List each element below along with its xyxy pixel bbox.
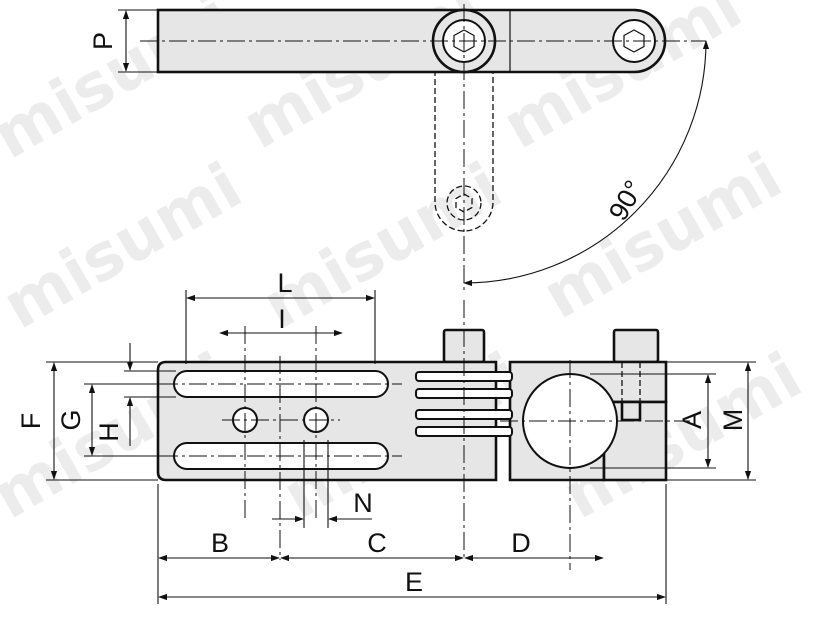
front-view: L I F G H N B C D E: [16, 268, 756, 604]
label-f: F: [16, 413, 46, 430]
rotation-arc: [463, 40, 710, 287]
watermark-text: misumi: [251, 149, 514, 344]
label-c: C: [367, 528, 387, 558]
clamp-screw-body: [620, 400, 642, 422]
label-n: N: [353, 488, 373, 518]
label-p: P: [88, 32, 118, 50]
right-screw-head: [612, 328, 660, 364]
label-m: M: [718, 409, 748, 432]
label-i: I: [278, 304, 286, 334]
watermark-text: misumi: [531, 139, 794, 334]
watermark-text: misumi: [0, 149, 254, 344]
top-view: P 90°: [88, 4, 710, 290]
label-h: H: [94, 422, 124, 442]
label-a: A: [677, 411, 707, 429]
label-l: L: [277, 268, 292, 298]
label-d: D: [511, 528, 531, 558]
label-g: G: [56, 409, 86, 430]
label-b: B: [211, 528, 229, 558]
label-e: E: [405, 567, 423, 597]
